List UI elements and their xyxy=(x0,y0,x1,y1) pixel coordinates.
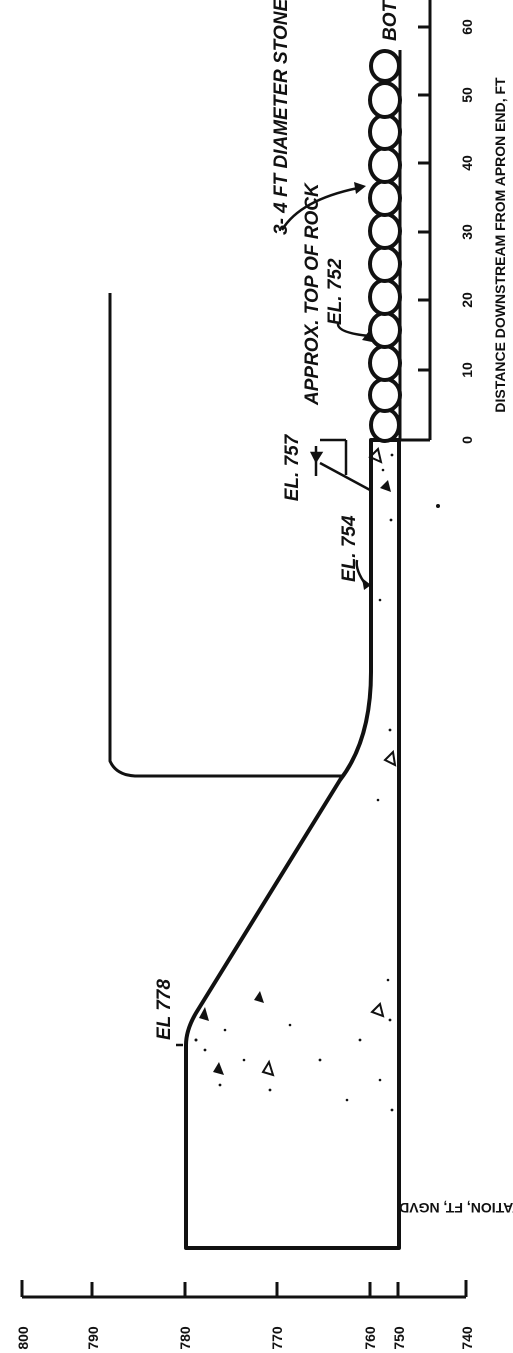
stones-label: 3- 4 FT DIAMETER STONES xyxy=(271,0,292,235)
el-754-label: EL. 754 xyxy=(339,515,360,582)
stray-mark xyxy=(436,504,440,508)
el-752-leader xyxy=(336,323,371,338)
distance-tick-label: 10 xyxy=(459,362,475,378)
distance-axis-title: DISTANCE DOWNSTREAM FROM APRON END, FT xyxy=(492,77,508,413)
elevation-tick-label: 740 xyxy=(459,1326,475,1350)
elevation-tick-label: 750 xyxy=(391,1326,407,1350)
el-757-label: EL. 757 xyxy=(282,433,303,501)
drawing xyxy=(108,293,400,778)
native-drawing xyxy=(20,0,468,1299)
stone-6 xyxy=(368,245,402,283)
el-778-label: EL 778 xyxy=(154,979,175,1040)
concrete-structure xyxy=(108,293,400,778)
distance-tick-label: 40 xyxy=(459,155,475,171)
riprap-stones xyxy=(368,49,402,443)
elevation-tick-label: 780 xyxy=(177,1326,193,1350)
stone-12 xyxy=(369,49,401,83)
el-754-arrow xyxy=(362,578,371,590)
distance-tick-label: 20 xyxy=(459,292,475,308)
distance-tick-label: 60 xyxy=(459,19,475,35)
el-752-label: EL. 752 xyxy=(325,258,346,325)
stone-10 xyxy=(368,113,402,151)
elevation-tick-label: 790 xyxy=(85,1326,101,1350)
stone-3 xyxy=(368,344,402,382)
distance-tick-label: 30 xyxy=(459,224,475,240)
elevation-tick-label: 800 xyxy=(15,1326,31,1350)
top-of-rock-label: APPROX. TOP OF ROCK xyxy=(302,182,323,406)
elevation-axis-title: ELEVATION, FT, NGVD xyxy=(399,1200,513,1216)
stones-arrow xyxy=(354,182,366,194)
elevation-tick-label: 770 xyxy=(269,1326,285,1350)
stone-4 xyxy=(368,311,402,349)
elevation-tick-label: 760 xyxy=(362,1326,378,1350)
el-757-marker xyxy=(309,438,371,492)
concrete-profile xyxy=(184,438,401,1250)
stone-7 xyxy=(368,212,402,250)
distance-tick-label: 50 xyxy=(459,87,475,103)
stone-1 xyxy=(369,407,401,443)
distance-ticks xyxy=(398,25,430,442)
bottom-of-rock-label: BOTTOM OF ROCK EL 748 xyxy=(380,0,401,41)
stone-8 xyxy=(368,179,402,217)
stone-2 xyxy=(368,377,402,413)
stone-5 xyxy=(368,278,402,316)
el-752-arrow xyxy=(362,331,372,342)
stone-9 xyxy=(368,146,402,184)
concrete-texture xyxy=(194,447,397,1112)
stone-11 xyxy=(368,81,402,119)
labels: 800 790 780 770 760 750 740 ELEVATION, F… xyxy=(15,0,513,1350)
stones-leader xyxy=(280,186,359,231)
distance-tick-label: 0 xyxy=(459,436,475,444)
